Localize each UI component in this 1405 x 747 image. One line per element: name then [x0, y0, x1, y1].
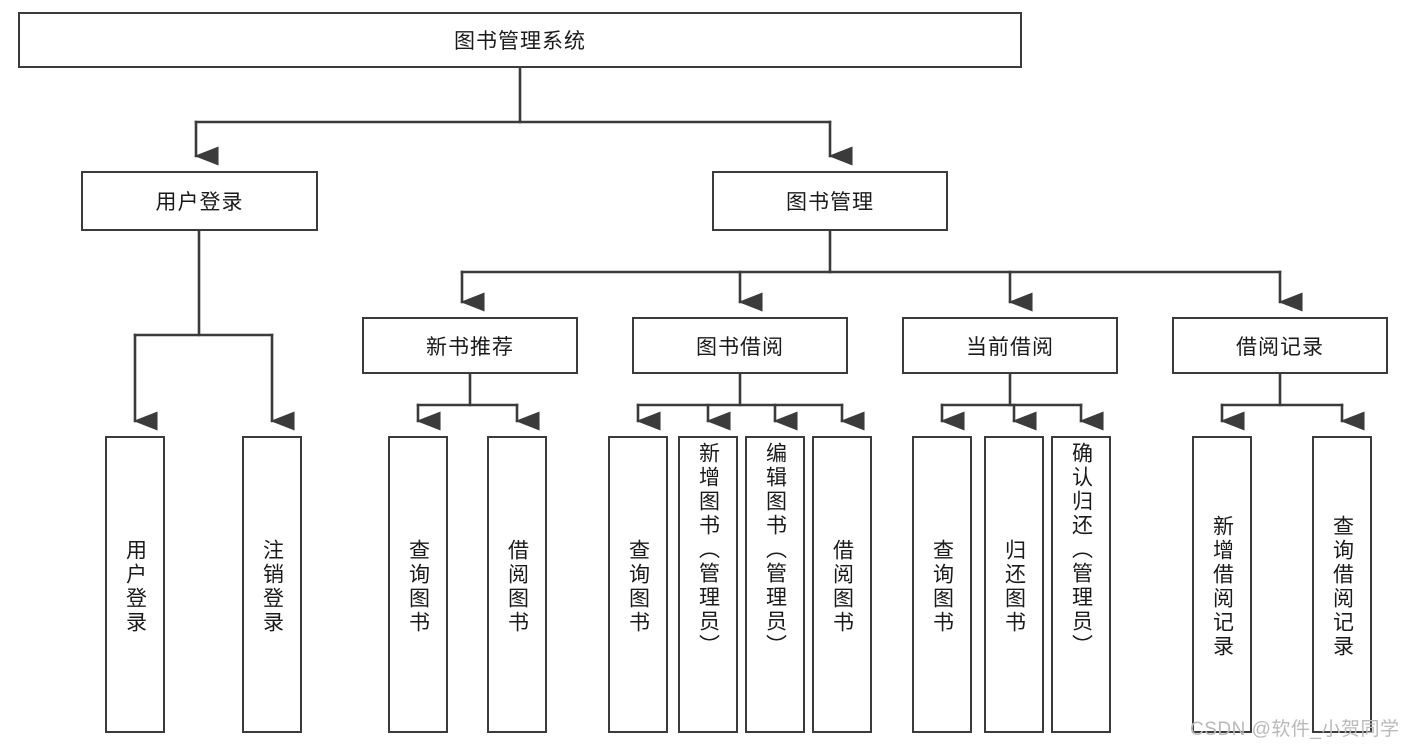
node-leaf-label: 用户登录 [123, 538, 147, 635]
node-new-book-recommend[interactable]: 新书推荐 [362, 317, 578, 374]
node-root-system[interactable]: 图书管理系统 [18, 12, 1022, 68]
node-current-borrow-label: 当前借阅 [966, 335, 1054, 359]
node-book-borrow-label: 图书借阅 [696, 335, 784, 359]
node-new-book-recommend-label: 新书推荐 [426, 335, 514, 359]
node-leaf-label: 归还图书 [1002, 538, 1026, 635]
node-book-management-label: 图书管理 [786, 191, 874, 214]
node-leaf-confirm-return[interactable]: 确认归还（管理员） [1051, 436, 1111, 733]
node-leaf-label: 新增借阅记录 [1210, 514, 1234, 659]
node-root-label: 图书管理系统 [454, 30, 586, 53]
node-user-login-label: 用户登录 [155, 191, 244, 214]
node-leaf-user-login[interactable]: 用户登录 [105, 436, 165, 733]
node-leaf-label: 编辑图书（管理员） [763, 442, 787, 658]
node-leaf-label: 借阅图书 [505, 538, 529, 635]
node-borrow-record-label: 借阅记录 [1236, 335, 1324, 359]
node-book-borrow[interactable]: 图书借阅 [632, 317, 848, 374]
edge-group-book-management [460, 229, 1303, 312]
node-leaf-query-borrow-record[interactable]: 查询借阅记录 [1312, 436, 1372, 733]
node-leaf-edit-book[interactable]: 编辑图书（管理员） [745, 436, 805, 733]
edge-group-current-borrow [940, 372, 1104, 431]
node-leaf-add-book[interactable]: 新增图书（管理员） [678, 436, 738, 733]
node-leaf-label: 新增图书（管理员） [696, 442, 720, 658]
node-leaf-borrow-book-2[interactable]: 借阅图书 [812, 436, 872, 733]
node-leaf-label: 查询图书 [930, 538, 954, 635]
node-leaf-query-book-1[interactable]: 查询图书 [388, 436, 448, 733]
edge-group-user-login [133, 229, 295, 431]
node-leaf-label: 确认归还（管理员） [1069, 442, 1093, 658]
node-leaf-return-book[interactable]: 归还图书 [984, 436, 1044, 733]
node-leaf-label: 注销登录 [260, 538, 284, 635]
node-leaf-query-book-2[interactable]: 查询图书 [608, 436, 668, 733]
edge-group-borrow-record [1220, 372, 1365, 431]
node-borrow-record[interactable]: 借阅记录 [1172, 317, 1388, 374]
node-leaf-borrow-book-1[interactable]: 借阅图书 [487, 436, 547, 733]
node-leaf-query-book-3[interactable]: 查询图书 [912, 436, 972, 733]
node-current-borrow[interactable]: 当前借阅 [902, 317, 1118, 374]
edge-group-new-book-recommend [416, 372, 540, 431]
edge-group-book-borrow [636, 372, 865, 431]
node-leaf-label: 借阅图书 [830, 538, 854, 635]
node-leaf-label: 查询借阅记录 [1330, 514, 1354, 659]
node-leaf-label: 查询图书 [406, 538, 430, 635]
node-user-login[interactable]: 用户登录 [81, 171, 318, 231]
edge-group-root [194, 66, 853, 166]
node-leaf-add-borrow-record[interactable]: 新增借阅记录 [1192, 436, 1252, 733]
node-leaf-logout-login[interactable]: 注销登录 [242, 436, 302, 733]
node-book-management[interactable]: 图书管理 [712, 171, 948, 231]
node-leaf-label: 查询图书 [626, 538, 650, 635]
csdn-watermark: CSDN @软件_小贺同学 [1190, 719, 1400, 740]
